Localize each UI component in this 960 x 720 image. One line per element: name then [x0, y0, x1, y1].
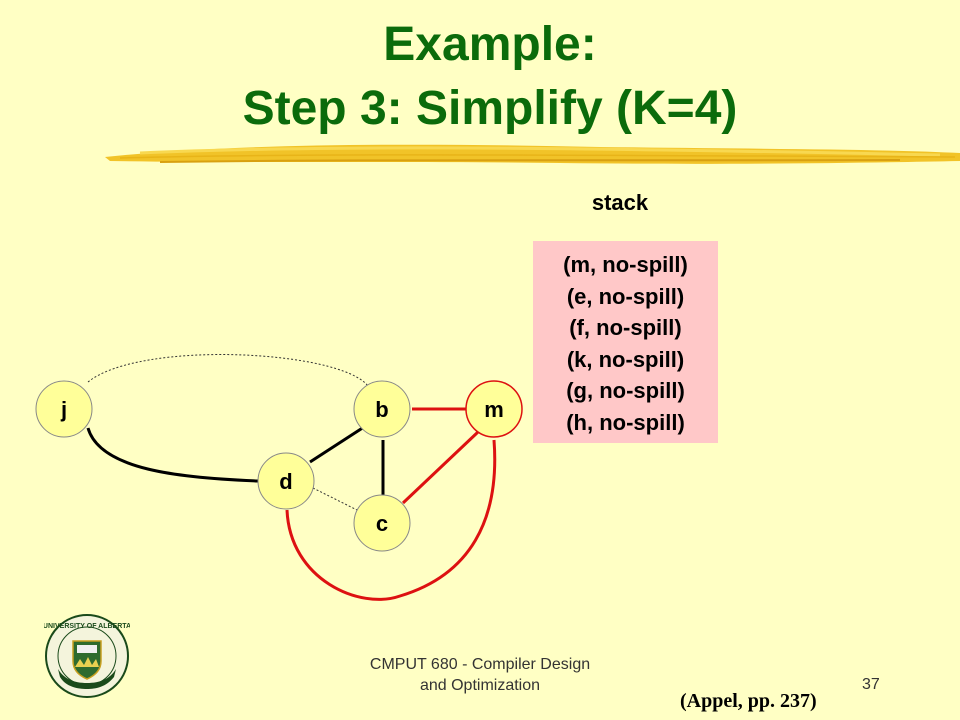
stack-item: (k, no-spill): [566, 346, 685, 372]
edge-d-m: [285, 439, 497, 601]
footer-line2: and Optimization: [419, 677, 541, 694]
title-underline-brushstroke: [105, 144, 960, 164]
stack-item: (f, no-spill): [569, 315, 682, 341]
interference-graph: j b m d c: [35, 354, 523, 601]
svg-text:m: m: [484, 397, 504, 422]
edge-c-m: [401, 430, 480, 505]
slide-title-line2: Step 3: Simplify (K=4): [242, 82, 738, 135]
svg-text:b: b: [375, 397, 388, 422]
edge-d-c-dotted: [312, 487, 358, 511]
graph-node-c: c: [353, 494, 411, 552]
footer-line1: CMPUT 680 - Compiler Design: [369, 656, 591, 673]
stack-item: (g, no-spill): [566, 378, 685, 404]
graph-node-j: j: [35, 380, 93, 438]
page-number: 37: [862, 676, 880, 693]
citation: (Appel, pp. 237): [680, 690, 817, 712]
stack-item: (e, no-spill): [566, 283, 685, 309]
stack-item: (h, no-spill): [566, 409, 685, 435]
edge-j-d: [86, 427, 259, 483]
stack-box: (m, no-spill) (e, no-spill) (f, no-spill…: [533, 241, 718, 443]
svg-text:UNIVERSITY OF ALBERTA: UNIVERSITY OF ALBERTA: [44, 623, 130, 630]
university-of-alberta-seal-logo: UNIVERSITY OF ALBERTA: [44, 614, 130, 698]
graph-node-d: d: [257, 452, 315, 510]
footer-course-title: CMPUT 680 - Compiler Design and Optimiza…: [330, 654, 630, 696]
svg-text:c: c: [376, 511, 388, 536]
graph-node-m: m: [465, 380, 523, 438]
svg-text:d: d: [279, 469, 292, 494]
edge-b-d: [309, 425, 365, 464]
slide-title-line1: Example:: [383, 18, 597, 71]
stack-label: stack: [591, 190, 649, 215]
svg-text:j: j: [60, 397, 67, 422]
stack-item: (m, no-spill): [563, 252, 688, 277]
edge-j-b-dotted: [87, 354, 369, 387]
graph-node-b: b: [353, 380, 411, 438]
